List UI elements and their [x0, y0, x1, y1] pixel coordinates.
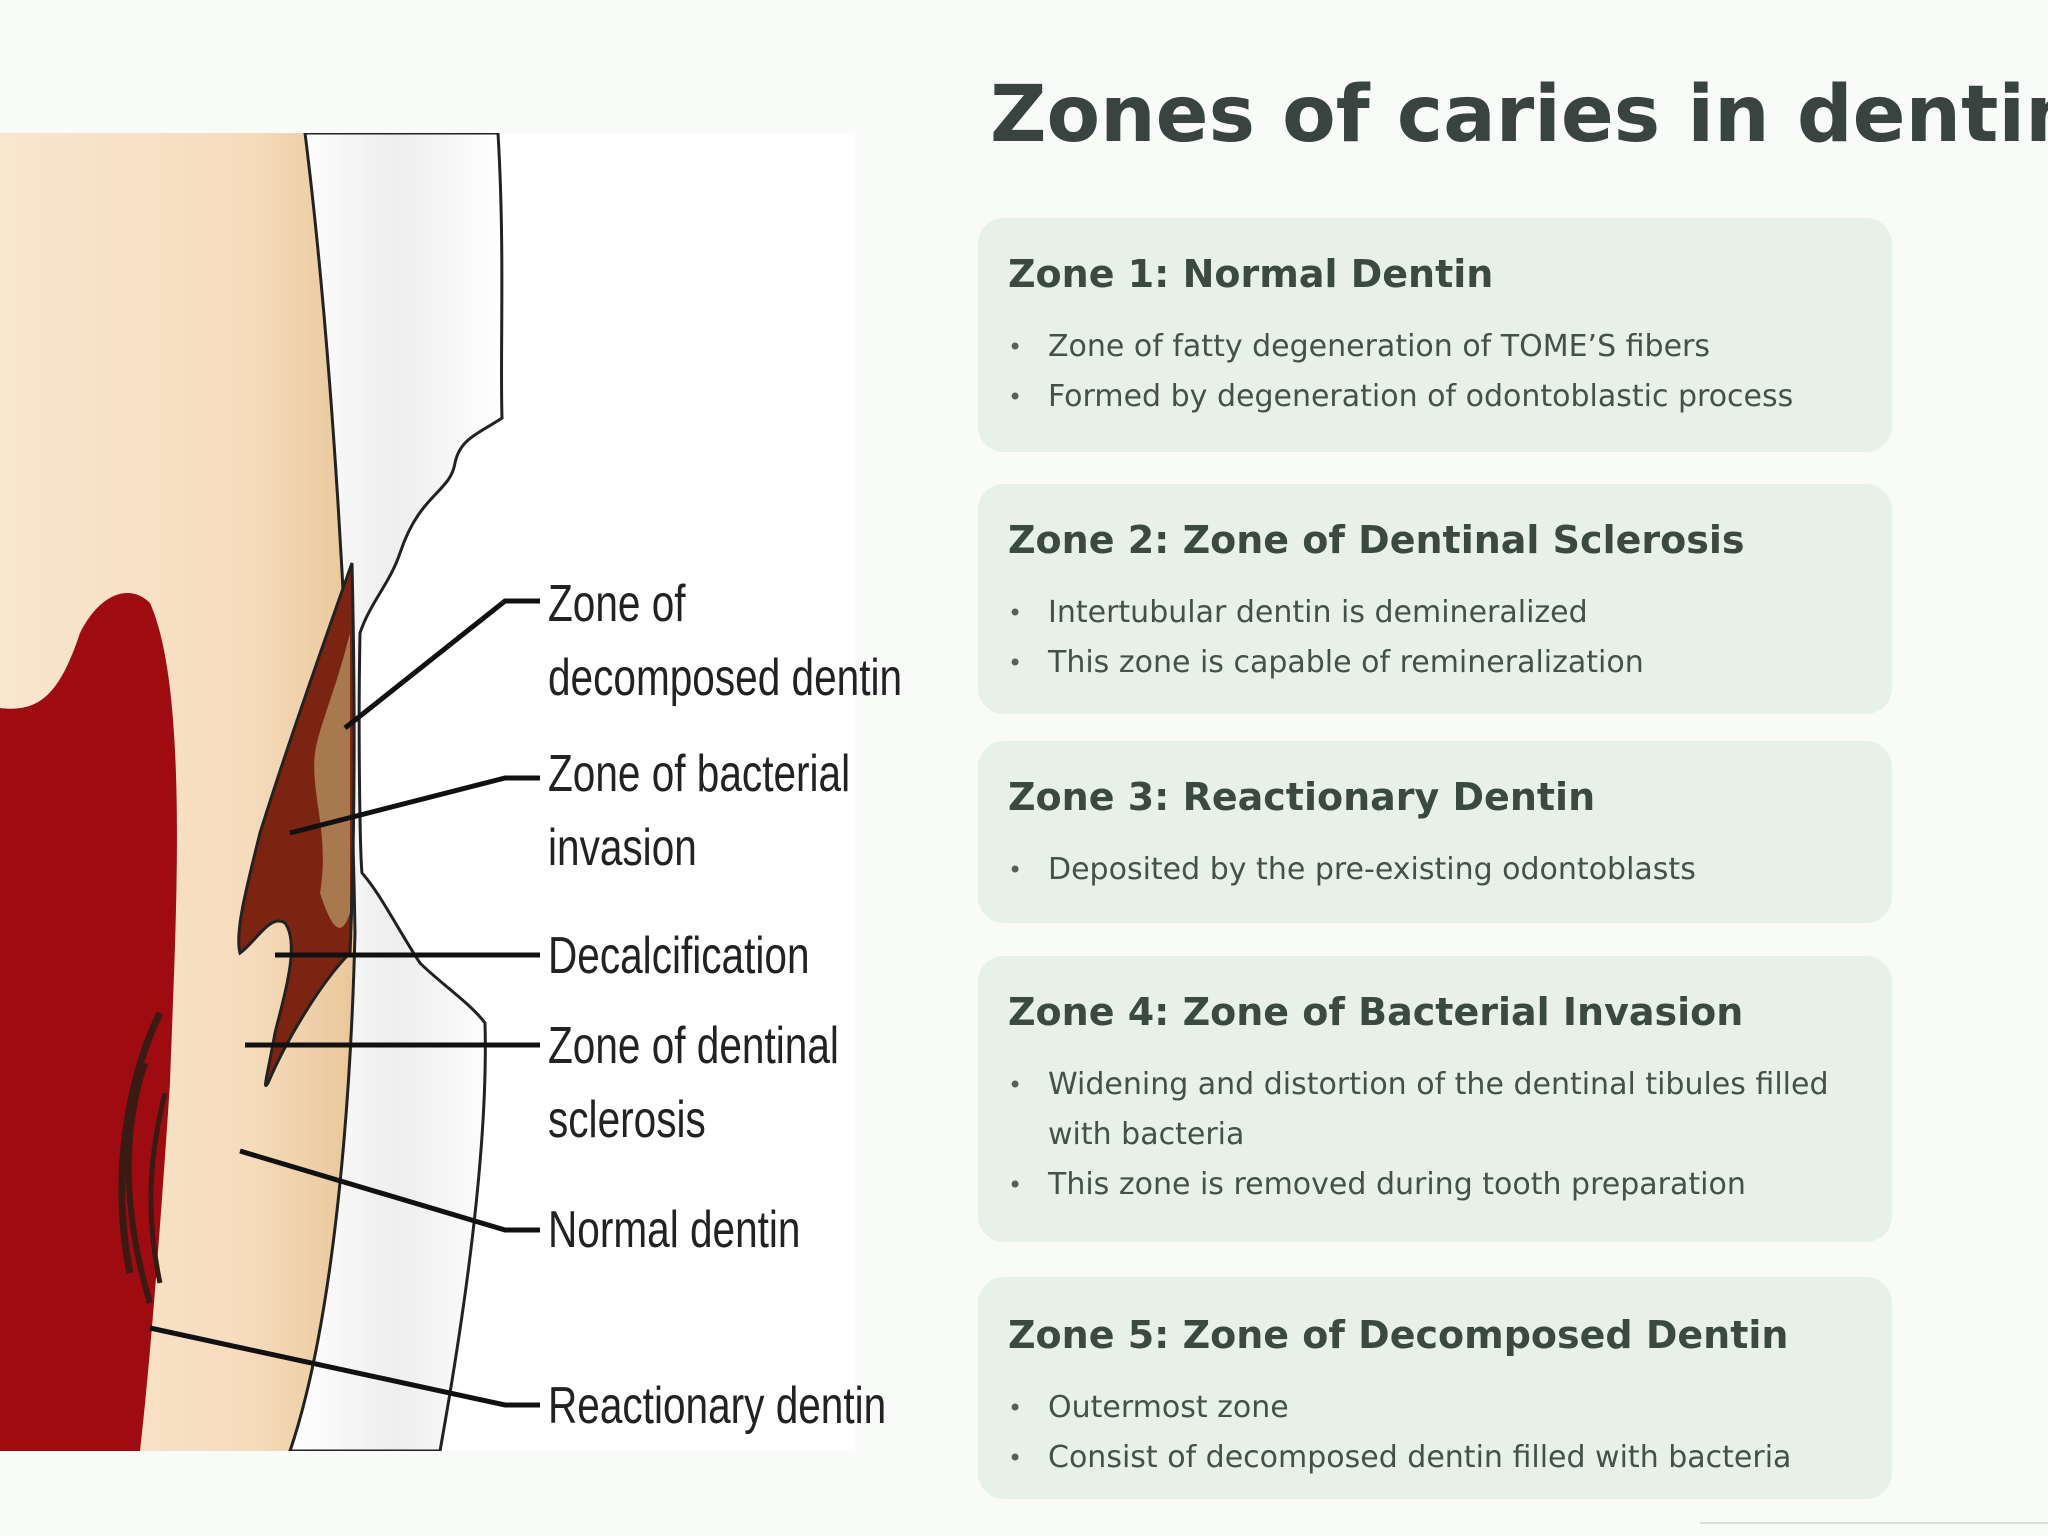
label-normal-dentin: Normal dentin: [548, 1201, 801, 1259]
zone-bullet: This zone is removed during tooth prepar…: [1008, 1160, 1862, 1210]
pulp-region: [0, 593, 177, 1451]
slide-title: Zones of caries in dentin: [990, 70, 2048, 160]
zone-bullet: Outermost zone: [1008, 1383, 1862, 1433]
leader-line-bacterial: [289, 775, 540, 836]
zone-heading: Zone 5: Zone of Decomposed Dentin: [1008, 1313, 1789, 1357]
zone-heading: Zone 1: Normal Dentin: [1008, 252, 1494, 296]
leader-line-reactionary: [149, 1325, 540, 1408]
zone-bullet-list: Deposited by the pre-existing odontoblas…: [1008, 845, 1862, 895]
leader-line-normal: [239, 1148, 540, 1233]
zone-bullet-list: Intertubular dentin is demineralized Thi…: [1008, 588, 1862, 688]
zone-bullet: Intertubular dentin is demineralized: [1008, 588, 1862, 638]
zone-card-4: Zone 4: Zone of Bacterial Invasion Widen…: [978, 956, 1892, 1242]
reactionary-streak: [125, 1062, 153, 1304]
label-zone-of-dentinal-sclerosis: Zone of dentinal sclerosis: [548, 1017, 839, 1149]
zone-bullet-list: Widening and distortion of the dentinal …: [1008, 1060, 1862, 1210]
zone-card-5: Zone 5: Zone of Decomposed Dentin Outerm…: [978, 1277, 1892, 1499]
zone-bullet: Widening and distortion of the dentinal …: [1008, 1060, 1862, 1160]
zone-bullet: Formed by degeneration of odontoblastic …: [1008, 372, 1862, 422]
zone-bullet: Zone of fatty degeneration of TOME’S fib…: [1008, 322, 1862, 372]
zone-heading: Zone 2: Zone of Dentinal Sclerosis: [1008, 518, 1745, 562]
footer-divider: [1700, 1522, 2048, 1524]
zone-card-3: Zone 3: Reactionary Dentin Deposited by …: [978, 741, 1892, 923]
label-zone-of-bacterial-invasion: Zone of bacterial invasion: [548, 745, 851, 877]
zone-bullet: This zone is capable of remineralization: [1008, 638, 1862, 688]
label-decalcification: Decalcification: [548, 927, 810, 985]
leader-line-decomposed: [343, 598, 540, 730]
reactionary-streak: [148, 1092, 168, 1284]
zone-card-1: Zone 1: Normal Dentin Zone of fatty dege…: [978, 218, 1892, 452]
zone-card-2: Zone 2: Zone of Dentinal Sclerosis Inter…: [978, 484, 1892, 714]
zone-bullet-list: Zone of fatty degeneration of TOME’S fib…: [1008, 322, 1862, 422]
zone-heading: Zone 4: Zone of Bacterial Invasion: [1008, 990, 1744, 1034]
tooth-illustration: [0, 133, 540, 1451]
decomposed-dentin: [314, 633, 350, 928]
zone-bullet: Consist of decomposed dentin filled with…: [1008, 1433, 1862, 1483]
label-reactionary-dentin: Reactionary dentin: [548, 1377, 887, 1435]
label-zone-of-decomposed-dentin: Zone of decomposed dentin: [548, 575, 903, 707]
zone-heading: Zone 3: Reactionary Dentin: [1008, 775, 1596, 819]
enamel-region: [288, 133, 504, 1451]
zone-bullet-list: Outermost zone Consist of decomposed den…: [1008, 1383, 1862, 1483]
dentin-caries-diagram: Zone of decomposed dentin Zone of bacter…: [0, 133, 902, 1451]
zone-bullet: Deposited by the pre-existing odontoblas…: [1008, 845, 1862, 895]
reactionary-streak: [118, 1011, 164, 1274]
